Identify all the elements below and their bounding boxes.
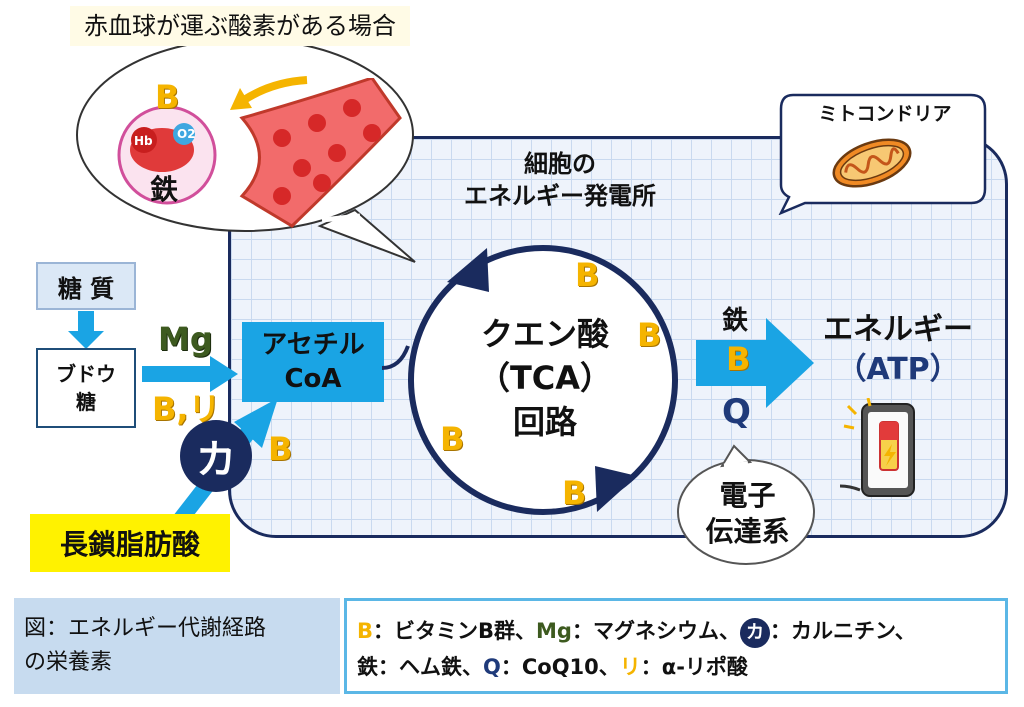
o2-label: O2 bbox=[177, 127, 196, 141]
energy-label: エネルギー （ATP） bbox=[808, 310, 988, 390]
powerplant-line1: 細胞の bbox=[524, 150, 596, 178]
powerplant-label: 細胞の エネルギー発電所 bbox=[420, 148, 700, 212]
tca-cycle bbox=[408, 245, 678, 515]
fatty-acid-box: 長鎖脂肪酸 bbox=[30, 514, 230, 572]
legend-ka-key: カ bbox=[739, 618, 770, 648]
energy-line2: （ATP） bbox=[836, 352, 960, 387]
oxygen-arrow bbox=[230, 76, 308, 110]
acetyl-line1: アセチル bbox=[261, 330, 365, 360]
fatty-acid-label: 長鎖脂肪酸 bbox=[59, 528, 200, 561]
carnitine-label: カ bbox=[196, 437, 236, 483]
mg-label: Mg bbox=[158, 320, 213, 358]
glucose-line2: 糖 bbox=[76, 390, 96, 414]
legend-line2: 鉄：ヘム鉄、Q：CoQ10、リ：α-リポ酸 bbox=[357, 649, 1005, 685]
caption-line2: の栄養素 bbox=[24, 650, 113, 675]
bubble-b-label: B bbox=[155, 78, 180, 116]
etc-label: 電子 伝達系 bbox=[690, 478, 805, 550]
battery-phone-icon bbox=[840, 398, 915, 497]
acetyl-line2: CoA bbox=[284, 364, 342, 394]
legend-fe-text: ：ヘム鉄、 bbox=[378, 655, 483, 679]
glucose-arrow bbox=[142, 356, 238, 392]
etc-line1: 電子 bbox=[719, 479, 776, 512]
tca-line3: 回路 bbox=[512, 403, 577, 441]
arrow-b-label: B bbox=[726, 340, 751, 378]
arrow-q-label: Q bbox=[722, 392, 751, 432]
etc-line2: 伝達系 bbox=[705, 515, 790, 548]
tca-b-top: B bbox=[575, 256, 600, 294]
acetyl-connector bbox=[381, 345, 410, 370]
carnitine-b-label: B bbox=[268, 430, 293, 468]
bubble-iron-label: 鉄 bbox=[150, 173, 179, 206]
legend-q-text: ：CoQ10、 bbox=[500, 655, 620, 679]
legend-mg-key: Mg bbox=[536, 619, 572, 643]
legend-box: B：ビタミンB群、Mg：マグネシウム、カ：カルニチン、 鉄：ヘム鉄、Q：CoQ1… bbox=[344, 598, 1008, 694]
rbc-circle bbox=[117, 105, 217, 205]
tca-line2: （TCA） bbox=[477, 359, 613, 397]
legend-line1: B：ビタミンB群、Mg：マグネシウム、カ：カルニチン、 bbox=[357, 613, 1005, 649]
caption-box: 図：エネルギー代謝経路 の栄養素 bbox=[14, 598, 340, 694]
legend-fe-key: 鉄 bbox=[357, 655, 378, 679]
legend-ri-text: ：α-リポ酸 bbox=[640, 655, 748, 679]
tca-label: クエン酸 （TCA） 回路 bbox=[440, 312, 650, 444]
tca-b-left: B bbox=[440, 420, 465, 458]
mito-label: ミトコンドリア bbox=[818, 103, 952, 125]
acetyl-coa-box: アセチル CoA bbox=[242, 322, 384, 402]
glucose-box: ブドウ 糖 bbox=[36, 348, 136, 428]
etc-bubble bbox=[677, 444, 815, 565]
legend-ka-text: ：カルニチン、 bbox=[769, 619, 916, 643]
powerplant-line2: エネルギー発電所 bbox=[464, 182, 656, 210]
energy-arrow bbox=[696, 318, 814, 408]
glucose-line1: ブドウ bbox=[56, 362, 116, 386]
legend-mg-text: ：マグネシウム、 bbox=[571, 619, 740, 643]
sugar-label: 糖 質 bbox=[57, 274, 115, 303]
energy-line1: エネルギー bbox=[823, 312, 973, 347]
sugar-down-arrow bbox=[68, 311, 104, 349]
legend-ri-key: リ bbox=[619, 655, 641, 679]
legend-q-key: Q bbox=[483, 655, 501, 679]
blood-vessel bbox=[239, 78, 402, 228]
legend-b-text: ：ビタミンB群、 bbox=[373, 619, 537, 643]
caption-line1: 図：エネルギー代謝経路 bbox=[24, 616, 267, 641]
tca-b-bottom: B bbox=[562, 474, 587, 512]
carnitine-badge: カ bbox=[180, 420, 252, 492]
sugar-box: 糖 質 bbox=[36, 262, 136, 310]
tca-line1: クエン酸 bbox=[480, 315, 609, 353]
hb-label: Hb bbox=[134, 134, 153, 148]
arrow-iron-label: 鉄 bbox=[722, 306, 749, 336]
bubble-title: 赤血球が運ぶ酸素がある場合 bbox=[70, 6, 410, 46]
legend-b-key: B bbox=[357, 619, 374, 643]
mitochondria-icon bbox=[832, 138, 912, 188]
tca-b-right: B bbox=[637, 316, 662, 354]
